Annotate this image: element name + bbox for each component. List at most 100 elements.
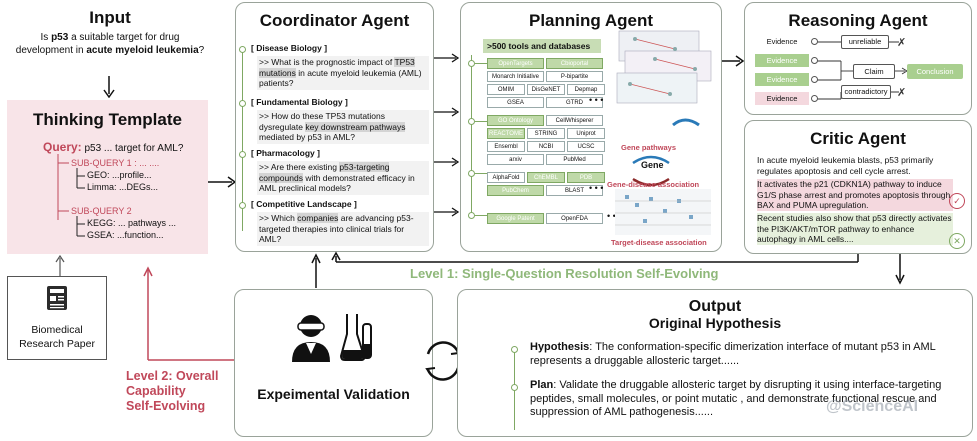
gene-label: Gene bbox=[641, 160, 664, 170]
q-part: Is bbox=[40, 32, 52, 43]
evidence-3-dot bbox=[811, 76, 818, 83]
tool-group-dot bbox=[468, 212, 475, 219]
critic-title: Critic Agent bbox=[810, 129, 906, 148]
level2-line2: Capability bbox=[126, 384, 186, 398]
level2-label: Level 2: Overall Capability Self-Evolvin… bbox=[126, 369, 218, 414]
paper-to-thinking-arrow bbox=[55, 254, 65, 276]
gene-pathways-label: Gene pathways bbox=[621, 143, 677, 152]
thinking-template-panel: Thinking Template Query: p53 ... target … bbox=[7, 100, 208, 254]
planning-agent-panel: Planning Agent >500 tools and databases … bbox=[460, 2, 722, 252]
coordinator-section: [ Competitive Landscape ] >> Which compan… bbox=[239, 199, 429, 246]
gene-disease-label: Gene-disease association bbox=[607, 180, 700, 189]
section-question: >> What is the prognostic impact of TP53… bbox=[257, 56, 429, 90]
tool-chip: OpenFDA bbox=[546, 213, 603, 224]
tool-chip: OMIM bbox=[487, 84, 525, 95]
scientist-icon bbox=[292, 315, 330, 362]
question-highlight: companies bbox=[297, 213, 339, 223]
question-pre: >> Are there existing bbox=[259, 162, 340, 172]
tool-chip: DisGeNET bbox=[527, 84, 565, 95]
tool-chip: GTRD bbox=[546, 97, 603, 108]
tool-chip: P-bipartite bbox=[546, 71, 603, 82]
tool-chip: Uniprot bbox=[567, 128, 605, 139]
tool-group-dot bbox=[468, 118, 475, 125]
planning-to-reasoning-arrow bbox=[722, 55, 745, 67]
timeline-dot bbox=[239, 46, 246, 53]
tool-chip: arxiv bbox=[487, 154, 544, 165]
more-tools-dots: • • • bbox=[589, 95, 604, 105]
output-subtitle: Original Hypothesis bbox=[648, 315, 782, 331]
critic-p3: Recent studies also show that p53 direct… bbox=[757, 213, 953, 245]
conclusion-node: Conclusion bbox=[907, 64, 963, 79]
target-disease-image bbox=[615, 189, 711, 235]
tool-group-dot bbox=[468, 60, 475, 67]
tool-chip: GO Ontology bbox=[487, 115, 544, 126]
level1-label: Level 1: Single-Question Resolution Self… bbox=[410, 266, 719, 281]
sub-query-1-a: GEO: ...profile... bbox=[87, 170, 152, 180]
timeline-dot bbox=[239, 151, 246, 158]
claim-node: Claim bbox=[853, 64, 895, 79]
reasoning-title: Reasoning Agent bbox=[788, 11, 928, 30]
hypothesis-text: Hypothesis: The conformation-specific di… bbox=[530, 341, 942, 368]
section-question: >> Which companies are advancing p53-tar… bbox=[257, 212, 429, 246]
tool-group-connector bbox=[475, 63, 487, 64]
tool-group-connector bbox=[475, 121, 487, 122]
check-icon: ✓ bbox=[949, 193, 965, 209]
coordinator-section: [ Disease Biology ]>> What is the progno… bbox=[239, 43, 429, 90]
evidence-2: Evidence bbox=[755, 54, 809, 67]
timeline-dot bbox=[239, 100, 246, 107]
question-post: mediated by p53 in AML? bbox=[259, 132, 355, 142]
section-heading: [ Competitive Landscape ] bbox=[251, 199, 357, 209]
tool-chip: NCBI bbox=[527, 141, 565, 152]
watermark: @ScienceAI bbox=[826, 398, 919, 415]
tool-chip: PubChem bbox=[487, 185, 544, 196]
level2-line3: Self-Evolving bbox=[126, 399, 206, 413]
coordinator-agent-panel: Coordinator Agent [ Disease Biology ]>> … bbox=[235, 2, 434, 252]
hypothesis-label: Hypothesis bbox=[530, 341, 590, 353]
q-part: a suitable target for drug development i… bbox=[15, 32, 180, 56]
sub-query-2-b: GSEA: ...function... bbox=[87, 230, 164, 240]
research-paper-box: Biomedical Research Paper bbox=[7, 276, 107, 360]
output-panel: Output Original Hypothesis Hypothesis: T… bbox=[457, 289, 973, 437]
question-post: with demonstrated efficacy in AML precli… bbox=[259, 172, 415, 194]
unreliable-node: unreliable bbox=[841, 35, 889, 49]
reasoning-agent-panel: Reasoning Agent ✗ ✗ Evidence unreliable … bbox=[744, 2, 972, 115]
input-arrow bbox=[103, 76, 115, 98]
thinking-template-title: Thinking Template bbox=[33, 110, 182, 129]
gene-pathway-image bbox=[615, 29, 715, 141]
paper-label-2: Research Paper bbox=[19, 338, 95, 350]
evidence-4-dot bbox=[811, 95, 818, 102]
tree-lines bbox=[57, 154, 85, 237]
plan-body: : Validate the druggable allosteric targ… bbox=[530, 379, 942, 418]
tool-chip: Monarch Initiative bbox=[487, 71, 544, 82]
plan-label: Plan bbox=[530, 379, 554, 391]
sub-query-1: SUB-QUERY 1 : ... .... bbox=[71, 158, 160, 168]
target-disease-label: Target-disease association bbox=[611, 238, 707, 247]
section-heading: [ Fundamental Biology ] bbox=[251, 97, 348, 107]
gene-cycle-icon bbox=[632, 155, 670, 187]
tool-chip: GSEA bbox=[487, 97, 544, 108]
paper-label-1: Biomedical bbox=[31, 324, 83, 336]
question-post: in acute myeloid leukemia (AML) patients… bbox=[259, 67, 422, 89]
coordinator-to-planning-arrows bbox=[434, 53, 460, 217]
plan-text: Plan: Validate the druggable allosteric … bbox=[530, 379, 954, 420]
coordinator-title: Coordinator Agent bbox=[259, 11, 410, 30]
tool-chip: UCSC bbox=[567, 141, 605, 152]
tool-chip: OpenTargets bbox=[487, 58, 544, 69]
tool-chip: CellWhisperer bbox=[546, 115, 603, 126]
q-bold: acute myeloid leukemia bbox=[86, 45, 199, 56]
tool-chip: AlphaFold bbox=[487, 172, 525, 183]
question-post: are advancing p53-targeted therapies int… bbox=[259, 213, 414, 244]
sub-query-1-b: Limma: ...DEGs... bbox=[87, 182, 159, 192]
tool-chip: Google Patent bbox=[487, 213, 544, 224]
plan-dot bbox=[511, 384, 518, 391]
sub-query-2-a: KEGG: ... pathways ... bbox=[87, 218, 177, 228]
tool-group-connector bbox=[475, 215, 487, 216]
input-title: Input bbox=[89, 8, 131, 27]
question-pre: >> How do these TP53 mutations dysregula… bbox=[259, 111, 386, 132]
question-highlight: key downstream pathways bbox=[305, 121, 406, 132]
level2-line1: Level 2: Overall bbox=[126, 369, 219, 383]
tool-chip: Cbioportal bbox=[546, 58, 603, 69]
svg-text:✗: ✗ bbox=[897, 87, 906, 99]
validation-label: Expeimental Validation bbox=[257, 386, 410, 402]
